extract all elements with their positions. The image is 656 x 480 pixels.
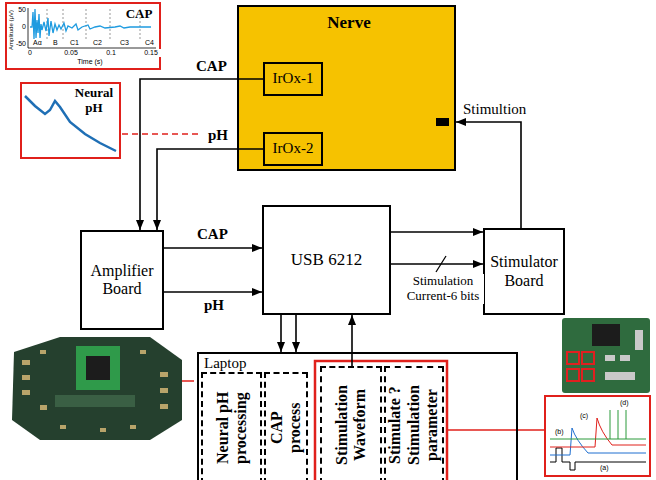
node-text: Neural pH processing xyxy=(213,383,250,473)
region-label: C4 xyxy=(145,39,154,47)
node-text: IrOx-2 xyxy=(273,140,314,157)
connector-arrow xyxy=(280,315,282,352)
node-text: Stimulation Waveform xyxy=(333,380,370,470)
connector-arrow xyxy=(164,247,262,249)
amplifier-box: Amplifier Board xyxy=(80,230,164,330)
amplifier-socket xyxy=(76,346,120,390)
x-axis xyxy=(28,48,156,49)
node-text: Neural pH xyxy=(68,86,120,116)
connector-arrow xyxy=(391,263,483,265)
waveform-label: (b) xyxy=(555,428,564,436)
ph-leader xyxy=(122,133,200,135)
edge-label: pH xyxy=(207,127,229,144)
electrode-box: IrOx-2 xyxy=(263,132,323,166)
stimulator-chips xyxy=(567,352,594,381)
tick-label: 0.15 xyxy=(141,49,161,57)
node-text: Laptop xyxy=(204,355,284,372)
board-components xyxy=(22,350,168,432)
ph-plot: Neural pH xyxy=(20,82,121,159)
tick-label: -50 xyxy=(14,40,26,48)
process-box: Stimulate ? Stimulation parameter xyxy=(384,366,444,480)
region-label: C3 xyxy=(120,39,129,47)
connector-arrow xyxy=(351,315,353,366)
connector-arrow xyxy=(391,231,483,233)
axis-title: Amplitude (μV) xyxy=(7,10,14,50)
edge-label: CAP xyxy=(195,58,228,75)
laptop-box: LaptopNeural pH processing CAP process Sti… xyxy=(197,352,518,480)
node-text: CAP xyxy=(117,7,161,22)
process-box: Neural pH processing xyxy=(201,372,262,480)
edge-label: pH xyxy=(203,297,225,314)
stimulator-box: Stimulator Board xyxy=(483,228,565,315)
nerve-fill xyxy=(237,5,456,171)
stimulation-group xyxy=(315,361,447,480)
photo-leader xyxy=(182,380,194,382)
tick-label: 0 xyxy=(22,49,38,57)
node-text: IrOx-1 xyxy=(273,70,314,87)
node-text: Nerve xyxy=(309,13,389,33)
waveform-b xyxy=(550,428,646,455)
tick-label: 50 xyxy=(14,6,26,14)
node-text: USB 6212 xyxy=(291,250,362,270)
process-box: CAP process xyxy=(264,372,308,480)
tick-label: 0.1 xyxy=(101,49,121,57)
tick-label: 0 xyxy=(14,23,26,31)
connector-arrow xyxy=(456,122,521,228)
connector-arrow xyxy=(164,291,262,293)
waveform-label: (d) xyxy=(620,399,629,407)
edge-label: Stimulation Current-6 bits xyxy=(402,274,484,304)
node-text: CAP process xyxy=(268,393,305,463)
waveform-d xyxy=(550,410,646,439)
waveform-label: (a) xyxy=(600,464,609,472)
amplifier-photo xyxy=(12,337,182,440)
region-label: C1 xyxy=(70,39,79,47)
waveform-c xyxy=(550,418,646,447)
process-box: Stimulation Waveform xyxy=(320,366,382,480)
electrode-box: IrOx-1 xyxy=(263,62,323,96)
waveform-a xyxy=(550,448,646,470)
stimulator-socket xyxy=(592,324,620,346)
stimulator-components xyxy=(605,330,643,380)
region-label: C2 xyxy=(93,39,102,47)
waveform-label: (c) xyxy=(580,412,588,420)
nerve-box: NerveIrOx-1IrOx-2 xyxy=(237,5,456,171)
connector-arrow xyxy=(157,149,263,230)
edge-label: CAP xyxy=(196,226,229,243)
node-text: Stimulate ? Stimulation parameter xyxy=(386,380,441,470)
y-axis xyxy=(28,8,29,48)
stimulator-photo xyxy=(562,318,650,393)
amplifier-chip xyxy=(86,356,110,380)
connector-arrow xyxy=(140,79,263,230)
connector-arrow xyxy=(295,315,297,352)
stim-electrode xyxy=(436,118,449,126)
waveform-leader xyxy=(448,429,545,431)
tick-label: 0.05 xyxy=(61,49,81,57)
edge-label: Stimultion xyxy=(462,101,527,118)
node-text: Stimulator Board xyxy=(488,253,560,290)
waveform-inset xyxy=(545,396,650,476)
region-label: Aα xyxy=(33,39,42,47)
usb-box: USB 6212 xyxy=(262,205,391,315)
amplifier-trace xyxy=(55,395,135,407)
axis-title: Time (s) xyxy=(70,58,110,66)
node-text: Amplifier Board xyxy=(85,262,159,299)
region-label: B xyxy=(53,39,58,47)
